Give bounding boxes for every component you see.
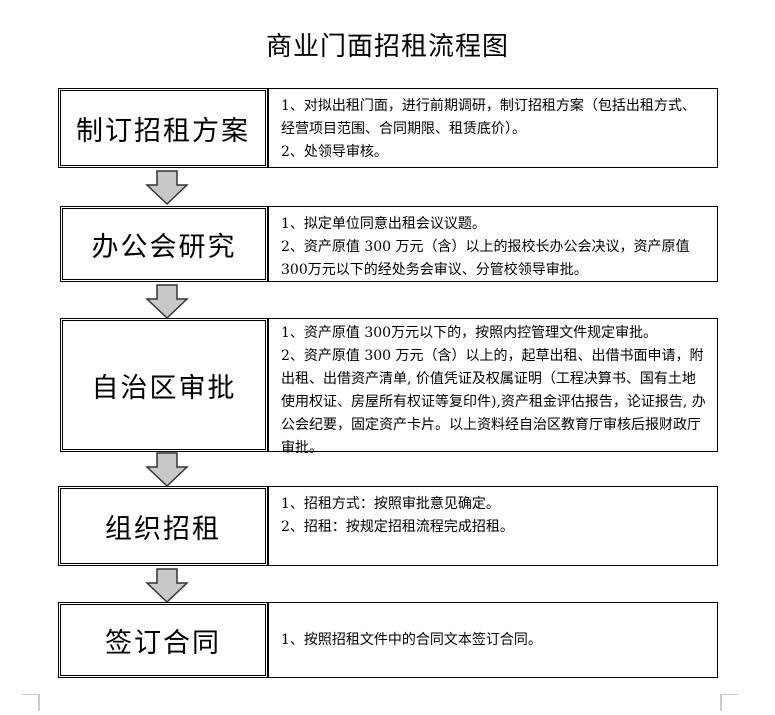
down-arrow-icon xyxy=(145,568,189,604)
step-5-description: 1、按照招租文件中的合同文本签订合同。 xyxy=(268,602,718,678)
step-5-box: 签订合同 xyxy=(58,602,268,678)
step-3-box: 自治区审批 xyxy=(60,318,268,452)
page-title: 商业门面招租流程图 xyxy=(265,32,509,62)
step-3-line-2: 2、资产原值 300 万元（含）以上的，起草出租、出借书面申请，附出租、出借资产… xyxy=(281,348,706,456)
step-1-line-2: 2、处领导审核。 xyxy=(281,144,388,160)
step-2-label: 办公会研究 xyxy=(91,231,237,263)
page-corner-mark-left xyxy=(22,694,40,711)
step-1-box: 制订招租方案 xyxy=(58,88,268,168)
step-4-label: 组织招租 xyxy=(105,513,221,545)
step-4-line-2: 2、招租：按规定招租流程完成招租。 xyxy=(281,519,514,535)
step-5-label: 签订合同 xyxy=(105,627,221,659)
step-4-line-1: 1、招租方式：按照审批意见确定。 xyxy=(281,496,500,512)
step-5-line-1: 1、按照招租文件中的合同文本签订合同。 xyxy=(281,631,542,648)
step-3-line-1: 1、资产原值 300万元以下的，按照内控管理文件规定审批。 xyxy=(281,325,658,341)
down-arrow-icon xyxy=(145,170,189,206)
step-1-line-1: 1、对拟出租门面，进行前期调研，制订招租方案（包括出租方式、经营项目范围、合同期… xyxy=(281,98,696,137)
down-arrow-icon xyxy=(145,284,189,320)
step-2-line-1: 1、拟定单位同意出租会议议题。 xyxy=(281,216,486,232)
step-4-description: 1、招租方式：按照审批意见确定。 2、招租：按规定招租流程完成招租。 xyxy=(268,486,718,566)
page-corner-mark-right xyxy=(720,694,738,711)
step-2-description: 1、拟定单位同意出租会议议题。 2、资产原值 300 万元（含）以上的报校长办公… xyxy=(268,206,718,282)
step-1-description: 1、对拟出租门面，进行前期调研，制订招租方案（包括出租方式、经营项目范围、合同期… xyxy=(268,88,718,168)
step-2-box: 办公会研究 xyxy=(60,206,268,282)
step-1-label: 制订招租方案 xyxy=(76,115,250,147)
step-2-line-2: 2、资产原值 300 万元（含）以上的报校长办公会决议，资产原值 300万元以下… xyxy=(281,239,690,278)
step-3-description: 1、资产原值 300万元以下的，按照内控管理文件规定审批。 2、资产原值 300… xyxy=(268,318,718,456)
step-3-label: 自治区审批 xyxy=(91,372,237,404)
step-4-box: 组织招租 xyxy=(58,486,268,566)
down-arrow-icon xyxy=(145,452,189,488)
